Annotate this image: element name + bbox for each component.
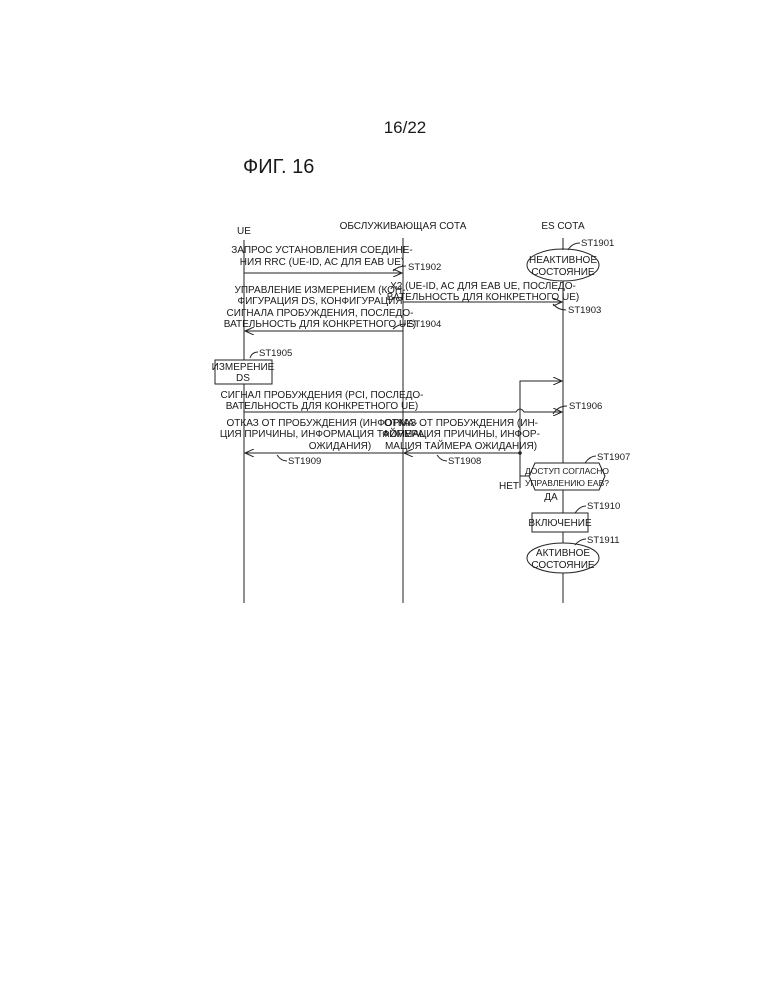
message-st1902: ЗАПРОС УСТАНОВЛЕНИЯ СОЕДИНЕ- НИЯ RRC (UE… bbox=[231, 245, 441, 273]
message-label: СИГНАЛА ПРОБУЖДЕНИЯ, ПОСЛЕДО- bbox=[227, 308, 414, 319]
step-id: ST1909 bbox=[288, 456, 321, 467]
message-label: ОТКАЗ ОТ ПРОБУЖДЕНИЯ (ИНФОРМА- bbox=[227, 418, 418, 429]
lifeline-serving-label: ОБСЛУЖИВАЮЩАЯ СОТА bbox=[340, 221, 467, 232]
step-st1911: ST1911 АКТИВНОЕ СОСТОЯНИЕ bbox=[527, 535, 620, 573]
no-label: НЕТ bbox=[499, 481, 519, 492]
decision-label: ДОСТУП СОГЛАСНО bbox=[525, 466, 609, 476]
message-label: УПРАВЛЕНИЕ ИЗМЕРЕНИЕМ (КОН- bbox=[235, 285, 406, 296]
step-id: ST1911 bbox=[587, 535, 620, 546]
figure-label: ФИГ. 16 bbox=[243, 156, 314, 178]
message-label: ФИГУРАЦИЯ DS, КОНФИГУРАЦИЯ bbox=[237, 296, 402, 307]
message-label: ВАТЕЛЬНОСТЬ ДЛЯ КОНКРЕТНОГО UE) bbox=[226, 401, 418, 412]
message-label: ЦИЯ ПРИЧИНЫ, ИНФОРМАЦИЯ ТАЙМЕРА bbox=[220, 427, 425, 440]
message-label: ВАТЕЛЬНОСТЬ ДЛЯ КОНКРЕТНОГО UE) bbox=[224, 319, 416, 330]
message-label: ЗАПРОС УСТАНОВЛЕНИЯ СОЕДИНЕ- bbox=[231, 245, 413, 256]
message-label: ОЖИДАНИЯ) bbox=[309, 441, 371, 452]
box-label: ВКЛЮЧЕНИЕ bbox=[528, 518, 592, 529]
yes-label: ДА bbox=[544, 492, 558, 503]
state-label: СОСТОЯНИЕ bbox=[531, 267, 595, 278]
step-id: ST1908 bbox=[448, 456, 481, 467]
step-id: ST1906 bbox=[569, 401, 602, 412]
decision-label: УПРАВЛЕНИЮ EAB? bbox=[525, 478, 609, 488]
step-id: ST1902 bbox=[408, 262, 441, 273]
message-st1903: X2 (UE-ID, AC ДЛЯ EAB UE, ПОСЛЕДО- ВАТЕЛ… bbox=[387, 281, 601, 316]
step-id: ST1904 bbox=[408, 319, 441, 330]
message-label: X2 (UE-ID, AC ДЛЯ EAB UE, ПОСЛЕДО- bbox=[390, 281, 576, 292]
lifeline-es-label: ES СОТА bbox=[541, 221, 585, 232]
page-number: 16/22 bbox=[384, 118, 427, 137]
step-id: ST1903 bbox=[568, 305, 601, 316]
state-label: НЕАКТИВНОЕ bbox=[529, 255, 597, 266]
message-label: МАЦИЯ ТАЙМЕРА ОЖИДАНИЯ) bbox=[385, 439, 537, 452]
step-st1905: ST1905 ИЗМЕРЕНИЕ DS bbox=[212, 348, 293, 384]
message-label: ВАТЕЛЬНОСТЬ ДЛЯ КОНКРЕТНОГО UE) bbox=[387, 292, 579, 303]
decision-st1907: ST1907 ДОСТУП СОГЛАСНО УПРАВЛЕНИЮ EAB? Н… bbox=[499, 452, 630, 503]
step-st1901: ST1901 НЕАКТИВНОЕ СОСТОЯНИЕ bbox=[527, 238, 614, 281]
box-label: DS bbox=[236, 373, 250, 384]
message-label: НИЯ RRC (UE-ID, AC ДЛЯ EAB UE) bbox=[240, 257, 404, 268]
step-id: ST1910 bbox=[587, 501, 620, 512]
step-st1910: ST1910 ВКЛЮЧЕНИЕ bbox=[528, 501, 620, 532]
lifeline-ue-label: UE bbox=[237, 226, 251, 237]
state-label: СОСТОЯНИЕ bbox=[531, 560, 595, 571]
box-label: ИЗМЕРЕНИЕ bbox=[212, 362, 275, 373]
step-id: ST1905 bbox=[259, 348, 292, 359]
state-label: АКТИВНОЕ bbox=[536, 548, 590, 559]
step-id: ST1907 bbox=[597, 452, 630, 463]
message-label: СИГНАЛ ПРОБУЖДЕНИЯ (PCI, ПОСЛЕДО- bbox=[221, 390, 424, 401]
step-id: ST1901 bbox=[581, 238, 614, 249]
